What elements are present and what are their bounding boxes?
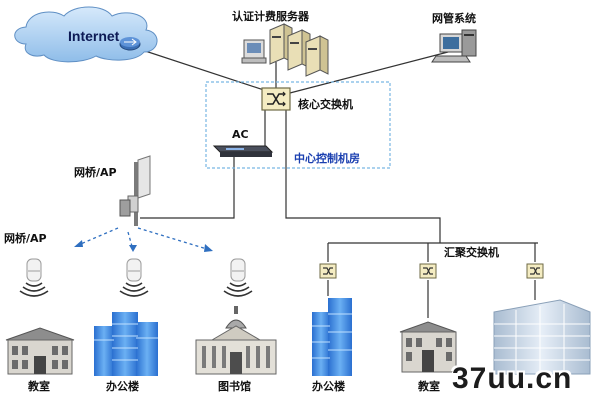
server-icon — [241, 23, 329, 77]
internet-router-icon — [119, 37, 141, 51]
office-label: 办公楼 — [106, 380, 139, 393]
core-switch-label: 核心交换机 — [298, 98, 353, 111]
access-point-icon — [223, 258, 253, 297]
aggregation-switch-icon — [419, 263, 437, 279]
link-ac-pole — [140, 154, 235, 219]
core-switch-icon — [261, 87, 291, 111]
library-building-icon — [195, 306, 277, 375]
ac-label: AC — [232, 128, 249, 141]
link-nms-core — [285, 51, 449, 95]
wireless-link-classroom — [75, 227, 119, 247]
aggregation-switch-icon — [319, 263, 337, 279]
office-building-icon — [312, 298, 352, 376]
wired-links — [129, 45, 538, 318]
workstation-icon — [431, 29, 477, 63]
office-label: 办公楼 — [312, 380, 345, 393]
control-room-label: 中心控制机房 — [294, 152, 360, 165]
ac-controller-icon — [212, 145, 274, 157]
classroom-building-icon — [399, 321, 457, 373]
wireless-link-library — [137, 227, 211, 251]
control-room-boundary — [205, 81, 391, 169]
classroom-label: 教室 — [418, 380, 440, 393]
wireless-arrowheads — [74, 240, 213, 252]
access-point-icon — [19, 258, 49, 297]
office-building-icon — [493, 299, 591, 375]
nms-label: 网管系统 — [432, 12, 476, 25]
access-point-icon — [119, 258, 149, 297]
classroom-label: 教室 — [28, 380, 50, 393]
wireless-links — [75, 227, 211, 251]
aggregation-switch-label: 汇聚交换机 — [444, 246, 499, 259]
office-building-icon — [94, 312, 158, 376]
link-internet-core — [129, 45, 277, 95]
bridge-ap-left-label: 网桥/AP — [4, 232, 47, 245]
classroom-building-icon — [5, 327, 75, 375]
bridge-ap-pole-icon — [119, 155, 151, 226]
library-label: 图书馆 — [218, 380, 251, 393]
bridge-ap-pole-label: 网桥/AP — [74, 166, 117, 179]
internet-cloud — [14, 6, 158, 63]
internet-label: Internet — [68, 28, 120, 44]
watermark: 37uu.cn — [452, 362, 573, 395]
auth-server-label: 认证计费服务器 — [232, 10, 309, 23]
link-core-agg — [285, 108, 441, 243]
aggregation-switch-icon — [526, 263, 544, 279]
